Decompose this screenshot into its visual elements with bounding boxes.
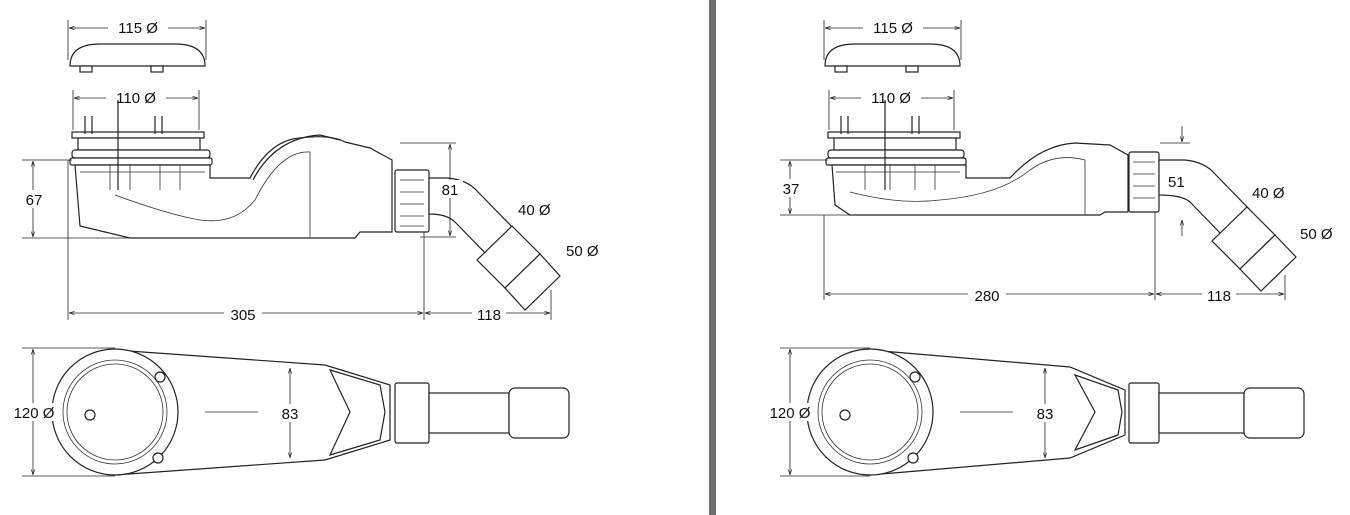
right-plan-view: 120 Ø 83 [764, 347, 1305, 477]
outlet-nut [394, 169, 430, 233]
right-plan-diameter-label: 120 Ø [770, 405, 811, 422]
right-outlet-outer-diameter-label: 50 Ø [1300, 226, 1333, 243]
left-outlet-inner-diameter-label: 40 Ø [518, 202, 551, 219]
left-plan-width-label: 83 [282, 406, 299, 423]
right-outlet-inner-diameter-label: 40 Ø [1252, 185, 1285, 202]
left-body-length-label: 305 [230, 307, 255, 324]
left-height-label: 67 [26, 192, 43, 209]
right-height-label: 37 [783, 181, 800, 198]
left-outlet-height-label: 81 [442, 182, 459, 199]
cap [69, 43, 206, 73]
left-cap-diameter-label: 115 Ø [118, 20, 158, 37]
panel-divider [709, 0, 716, 515]
right-side-view: 115 Ø 110 Ø [777, 18, 1333, 305]
outlet-pipe [1158, 159, 1297, 292]
right-body-length-label: 280 [974, 288, 999, 305]
right-outlet-length-label: 118 [1207, 288, 1231, 305]
waste-body [825, 100, 1129, 216]
left-plan-view: 120 Ø 83 [8, 347, 570, 477]
right-grate-diameter-label: 110 Ø [871, 90, 911, 107]
left-outlet-length-label: 118 [477, 307, 501, 324]
right-cap-diameter-label: 115 Ø [873, 20, 913, 37]
left-side-view: 115 Ø 110 Ø [20, 18, 599, 324]
left-plan-diameter-label: 120 Ø [14, 405, 55, 422]
right-plan-width-label: 83 [1037, 406, 1054, 423]
outlet-nut [1128, 151, 1160, 213]
waste-body [69, 100, 393, 239]
cap [824, 43, 961, 73]
right-outlet-height-label: 51 [1168, 174, 1185, 191]
left-grate-diameter-label: 110 Ø [116, 90, 156, 107]
left-outlet-outer-diameter-label: 50 Ø [566, 243, 599, 260]
